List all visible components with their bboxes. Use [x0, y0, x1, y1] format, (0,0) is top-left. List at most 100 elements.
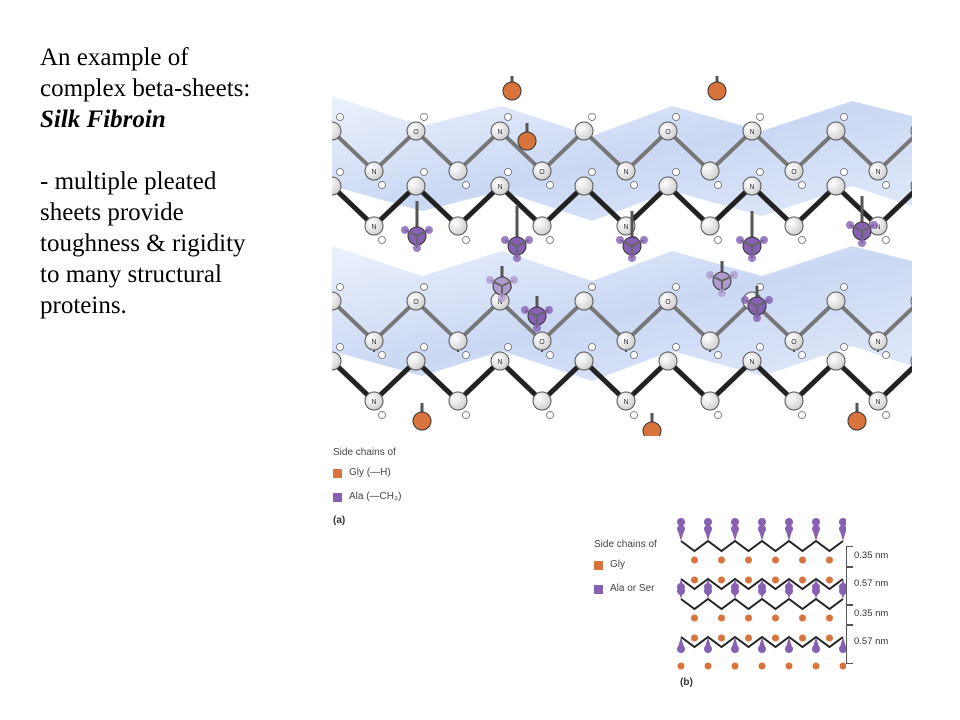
backbone-atom [742, 176, 762, 196]
gly-side-chain [826, 634, 833, 642]
ala-side-chain-stem [732, 531, 738, 541]
methyl-hydrogen [706, 271, 714, 279]
caption-protein-name: Silk Fibroin [40, 106, 166, 133]
backbone-atom [658, 176, 678, 196]
backbone-atom [826, 176, 846, 196]
ala-side-chain-stem [678, 637, 684, 647]
backbone-atom [910, 355, 912, 367]
side-chain-atom [412, 411, 432, 431]
backbone-atom [364, 161, 384, 181]
hydrogen-atom [378, 236, 386, 244]
hydrogen-atom [336, 113, 344, 121]
hydrogen-atom [462, 236, 470, 244]
ala-side-chain-stem [786, 531, 792, 541]
ala-side-chain-stem [786, 637, 792, 647]
hydrogen-atom [882, 236, 890, 244]
backbone-atoms: NONONONONONNNNNNONONONONONNNNN [332, 113, 912, 419]
nitrogen-label: N [371, 399, 376, 406]
hydrogen-atom [546, 236, 554, 244]
ala-side-chain-stem [786, 589, 792, 599]
hydrogen-atom [546, 351, 554, 359]
backbone-atom [332, 176, 342, 196]
backbone-atom [574, 351, 594, 371]
methyl-hydrogen [401, 226, 409, 234]
nitrogen-label: N [371, 169, 376, 176]
gly-side-chain [745, 614, 752, 622]
gly-side-chain [758, 662, 766, 670]
ala-side-chain-stem [732, 589, 738, 599]
spacing-label-2: 0.57 nm [854, 578, 889, 589]
gly-side-chain [772, 614, 779, 622]
gly-side-chain [799, 614, 806, 622]
methyl-hydrogen [510, 276, 518, 284]
oxygen-label: O [413, 129, 419, 136]
legend-a: Side chains of Gly (—H) Ala (—CH₃) [333, 446, 401, 514]
backbone-atom [332, 121, 342, 141]
ala-side-chain-stem [732, 637, 738, 647]
spacing-label-1: 0.35 nm [854, 550, 889, 561]
panel-label-a: (a) [333, 515, 346, 526]
ala-side-chain-stem [840, 637, 846, 647]
gly-side-chain [731, 662, 739, 670]
oxygen-label: O [791, 169, 797, 176]
backbone-atom [826, 121, 846, 141]
hydrogen-atom [756, 113, 764, 121]
hydrogen-atom [882, 351, 890, 359]
hydrogen-atom [504, 168, 512, 176]
hydrogen-atom [504, 113, 512, 121]
nitrogen-label: N [497, 359, 502, 366]
hydrogen-atom [420, 343, 428, 351]
nitrogen-label: N [623, 224, 628, 231]
methyl-hydrogen [486, 276, 494, 284]
ala-side-chain-stem [678, 531, 684, 541]
backbone-atom [364, 391, 384, 411]
backbone-atom [658, 121, 678, 141]
backbone-atom [868, 161, 888, 181]
nitrogen-label: N [371, 224, 376, 231]
backbone-atom [910, 180, 912, 192]
gly-side-chain [718, 634, 725, 642]
gly-side-chain [718, 614, 725, 622]
nitrogen-label: N [623, 399, 628, 406]
hydrogen-atom [798, 181, 806, 189]
ala-side-chain [839, 518, 846, 526]
bullet-line-5: proteins. [40, 292, 127, 319]
gly-swatch [333, 468, 342, 478]
gly-swatch [594, 560, 603, 570]
ala-side-chain-stem [813, 589, 819, 599]
gly-side-chain [677, 662, 685, 670]
backbone-atom [490, 176, 510, 196]
backbone-atom [616, 161, 636, 181]
methyl-hydrogen [521, 306, 529, 314]
methyl-hydrogen [525, 236, 533, 244]
methyl-hydrogen [533, 324, 541, 332]
backbone-atom [742, 351, 762, 371]
backbone-atom [448, 391, 468, 411]
methyl-hydrogen [753, 314, 761, 322]
ala-side-chain [677, 518, 685, 526]
spacing-bracket [846, 546, 853, 568]
gly-side-chain [772, 556, 779, 564]
ala-side-chain-stem [759, 589, 765, 599]
hydrogen-atom [504, 343, 512, 351]
hydrogen-atom [378, 411, 386, 419]
backbone-atom [364, 331, 384, 351]
backbone-atom [784, 391, 804, 411]
backbone-atom [700, 216, 720, 236]
hydrogen-atom [420, 283, 428, 291]
ala-side-chain-stem [813, 637, 819, 647]
oxygen-label: O [665, 299, 671, 306]
methyl-hydrogen [736, 236, 744, 244]
gly-side-chain [812, 662, 820, 670]
ala-side-chain [839, 645, 846, 653]
spacing-bracket [846, 604, 853, 626]
ala-swatch [333, 492, 342, 502]
hydrogen-atom [420, 168, 428, 176]
methyl-hydrogen [425, 226, 433, 234]
backbone-atom [784, 216, 804, 236]
legend-a-item-gly: Gly (—H) [333, 466, 401, 480]
hydrogen-atom [714, 236, 722, 244]
backbone-atom [364, 216, 384, 236]
ala-side-chain [704, 518, 712, 526]
gly-side-chain [704, 662, 712, 670]
